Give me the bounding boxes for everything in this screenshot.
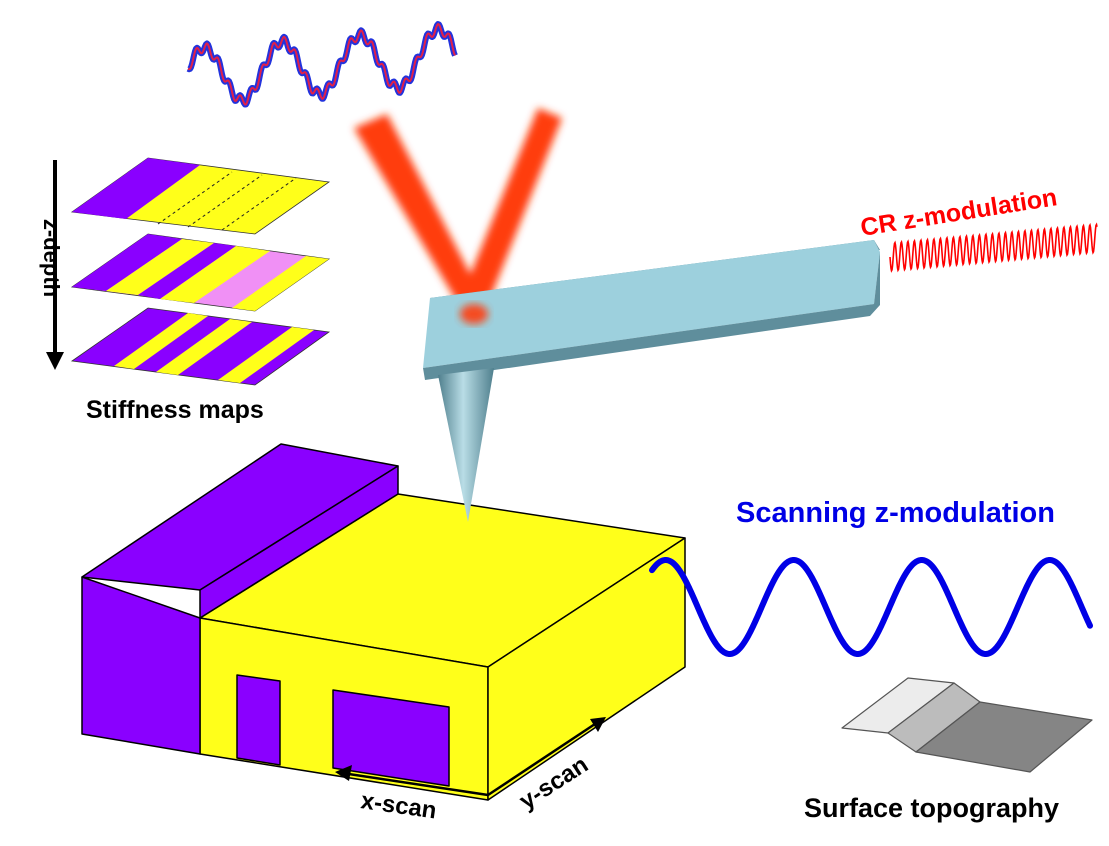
laser-spot [460,304,488,324]
cr-modulation-label: CR z-modulation [859,183,1060,242]
afm-tip-icon [438,368,494,522]
scanning-modulation-label: Scanning z-modulation [736,497,1055,529]
z-depth-label: z-depth [39,219,64,297]
stiffness-maps-label: Stiffness maps [86,396,264,424]
x-scan-arrow [335,765,489,797]
x-scan-label: x-scan [359,787,438,824]
z-depth-arrow [46,160,64,370]
sample-block-icon [81,443,686,801]
surface-topography-label: Surface topography [804,793,1059,823]
scanning-modulation-wave [649,557,1093,657]
stiffness-maps [70,157,331,386]
laser-beam-icon [354,108,562,324]
y-scan-arrow [487,717,606,797]
stiffness-layer-2 [70,233,331,312]
stiffness-layer-1 [70,157,331,235]
step-surface-icon [841,677,1093,773]
multifrequency-wave [186,21,458,108]
afm-cantilever-icon [423,240,880,380]
cr-modulation-wave [889,222,1098,273]
stiffness-layer-3 [70,307,331,386]
